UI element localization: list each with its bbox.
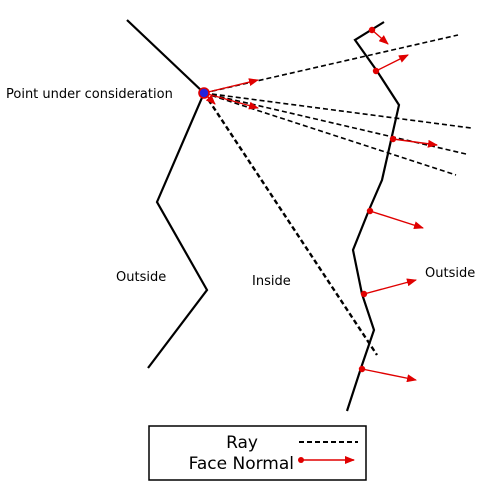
face-normal-dot bbox=[360, 290, 368, 298]
face-normals bbox=[203, 26, 438, 383]
ray-long bbox=[202, 92, 379, 356]
point-label: Point under consideration bbox=[6, 87, 173, 102]
face-normal-dot bbox=[389, 135, 397, 143]
ray bbox=[203, 92, 467, 155]
face-normal bbox=[203, 78, 259, 94]
face-normal bbox=[363, 278, 417, 295]
face-normal-dot bbox=[366, 207, 374, 215]
outside-left-label: Outside bbox=[116, 270, 166, 285]
legend-box bbox=[148, 425, 367, 481]
ray bbox=[203, 92, 457, 176]
legend-normal-dot bbox=[298, 457, 304, 463]
face-normal bbox=[371, 29, 389, 45]
face-normal bbox=[375, 54, 409, 72]
face-normal-dot bbox=[368, 26, 376, 34]
face-normal-dot bbox=[358, 365, 366, 373]
ray bbox=[203, 92, 472, 129]
legend-ray-label: Ray bbox=[226, 433, 258, 453]
face-normal bbox=[369, 210, 424, 230]
face-normal-dot bbox=[372, 67, 380, 75]
left-boundary bbox=[126, 19, 209, 369]
inside-label: Inside bbox=[252, 274, 291, 289]
outside-right-label: Outside bbox=[425, 266, 475, 281]
face-normal bbox=[361, 368, 417, 383]
rays bbox=[202, 34, 472, 356]
point-marker bbox=[198, 87, 210, 99]
legend-normal-label: Face Normal bbox=[189, 454, 294, 474]
legend: Ray Face Normal bbox=[148, 425, 367, 481]
face-normal bbox=[392, 138, 438, 148]
right-boundary bbox=[345, 21, 401, 412]
